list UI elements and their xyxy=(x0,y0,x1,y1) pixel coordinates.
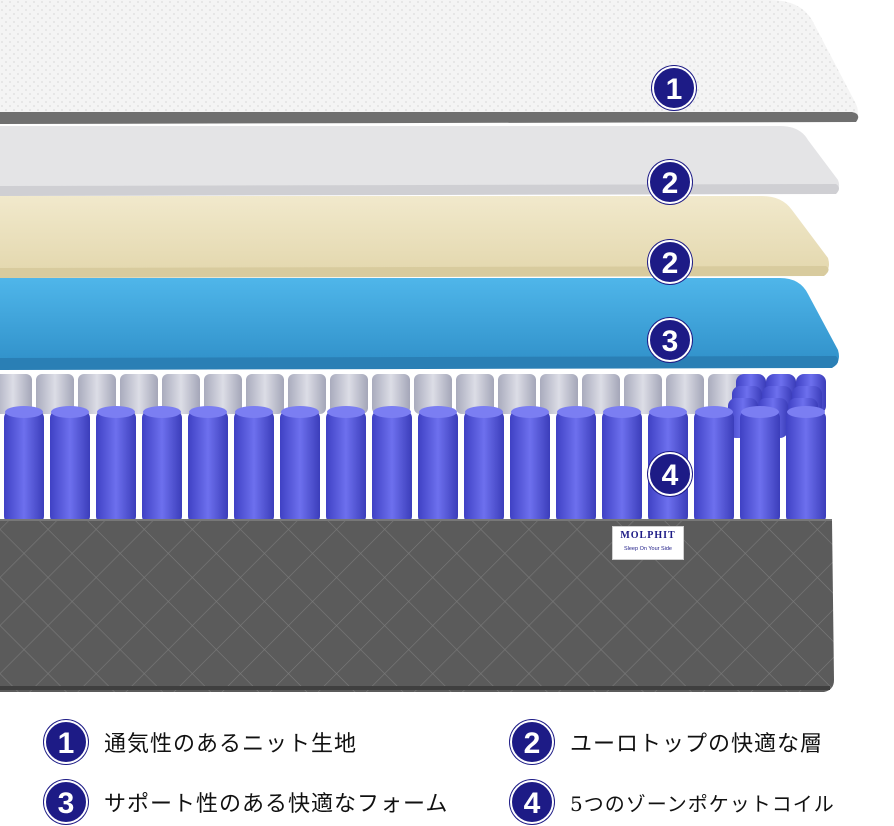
layer-comfort-beige xyxy=(0,196,829,278)
coil-front-top xyxy=(695,406,733,418)
coil-back xyxy=(498,374,536,414)
coil-back xyxy=(288,374,326,414)
layer-badge-2b: 2 xyxy=(648,240,692,284)
layer-badge-2a: 2 xyxy=(648,160,692,204)
layer-comfort-white xyxy=(0,126,840,196)
mattress-illustration: 1 2 2 3 4 MOLPHIT Sleep On Your Side xyxy=(0,0,859,692)
coil-back xyxy=(246,374,284,414)
mattress-layers-svg xyxy=(0,0,859,692)
coil-back xyxy=(372,374,410,414)
coil-front-top xyxy=(649,406,687,418)
legend-badge-1: 1 xyxy=(44,720,88,764)
layer-pocket-coils xyxy=(0,374,826,524)
coil-front xyxy=(326,410,366,524)
coil-front-top xyxy=(327,406,365,418)
coil-front xyxy=(372,410,412,524)
coil-front-top xyxy=(373,406,411,418)
coil-front-top xyxy=(189,406,227,418)
coil-front-top xyxy=(97,406,135,418)
brand-label: MOLPHIT Sleep On Your Side xyxy=(612,526,684,560)
legend-badge-4: 4 xyxy=(510,780,554,824)
layer-badge-1: 1 xyxy=(652,66,696,110)
legend: 1 通気性のあるニット生地 2 ユーロトップの快適な層 3 サポート性のある快適… xyxy=(0,700,894,824)
coil-front xyxy=(4,410,44,524)
coil-front xyxy=(234,410,274,524)
coil-back xyxy=(36,374,74,414)
coil-back xyxy=(330,374,368,414)
brand-slogan: Sleep On Your Side xyxy=(623,546,672,552)
coil-back xyxy=(624,374,662,414)
coil-front xyxy=(96,410,136,524)
legend-badge-2: 2 xyxy=(510,720,554,764)
layer-badge-4: 4 xyxy=(648,452,692,496)
coil-front xyxy=(464,410,504,524)
coil-front xyxy=(142,410,182,524)
coil-front xyxy=(602,410,642,524)
layer-support-foam xyxy=(0,278,839,370)
coil-front-top xyxy=(511,406,549,418)
legend-item-1: 1 通気性のあるニット生地 xyxy=(44,720,357,764)
coil-front-top xyxy=(787,406,825,418)
coil-back xyxy=(78,374,116,414)
coil-front xyxy=(694,410,734,524)
legend-text-2: ユーロトップの快適な層 xyxy=(570,732,824,757)
brand-name: MOLPHIT xyxy=(620,530,676,541)
coil-back xyxy=(414,374,452,414)
coil-back xyxy=(456,374,494,414)
coil-front xyxy=(786,410,826,524)
legend-text-1: 通気性のあるニット生地 xyxy=(104,732,358,757)
coil-front-top xyxy=(465,406,503,418)
coil-back xyxy=(666,374,704,414)
coil-front-top xyxy=(281,406,319,418)
legend-item-4: 4 5つのゾーンポケットコイル xyxy=(510,780,835,824)
coil-front xyxy=(510,410,550,524)
coil-back xyxy=(162,374,200,414)
legend-text-3: サポート性のある快適なフォーム xyxy=(104,792,449,817)
coil-front-top xyxy=(5,406,43,418)
coil-front xyxy=(418,410,458,524)
coil-front xyxy=(280,410,320,524)
legend-item-2: 2 ユーロトップの快適な層 xyxy=(510,720,823,764)
coil-front xyxy=(188,410,228,524)
coil-front xyxy=(556,410,596,524)
coil-front xyxy=(50,410,90,524)
coil-back xyxy=(204,374,242,414)
coil-front-top xyxy=(235,406,273,418)
legend-item-3: 3 サポート性のある快適なフォーム xyxy=(44,780,448,824)
coil-back xyxy=(540,374,578,414)
coil-front xyxy=(740,410,780,524)
coil-front-top xyxy=(557,406,595,418)
coil-front-top xyxy=(419,406,457,418)
layer-badge-3: 3 xyxy=(648,318,692,362)
coil-front-top xyxy=(741,406,779,418)
coil-front-top xyxy=(603,406,641,418)
coil-front-top xyxy=(143,406,181,418)
coil-back xyxy=(582,374,620,414)
layer-knit-fabric xyxy=(0,0,859,124)
mattress-base xyxy=(0,519,834,692)
coil-back xyxy=(120,374,158,414)
legend-text-4: 5つのゾーンポケットコイル xyxy=(570,791,835,816)
legend-badge-3: 3 xyxy=(44,780,88,824)
coil-front-top xyxy=(51,406,89,418)
coil-back xyxy=(0,374,32,414)
